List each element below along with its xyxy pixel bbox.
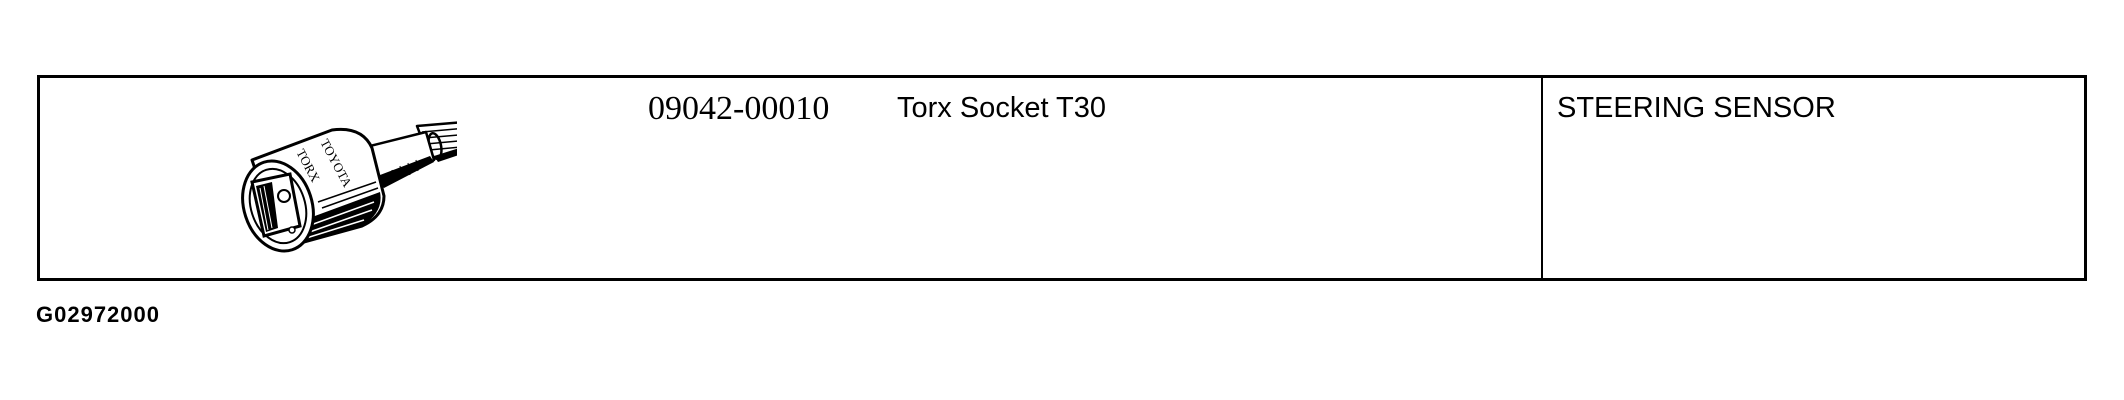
special-tool-table: TOYOTA TORX 09042-00010 Torx Socket T30 … [37, 75, 2087, 281]
part-number: 09042-00010 [648, 90, 830, 127]
column-divider [1541, 78, 1543, 278]
part-name: Torx Socket T30 [897, 92, 1107, 124]
figure-code: G02972000 [36, 302, 160, 327]
application-label: STEERING SENSOR [1557, 92, 1836, 124]
torx-socket-icon: TOYOTA TORX [241, 121, 457, 253]
